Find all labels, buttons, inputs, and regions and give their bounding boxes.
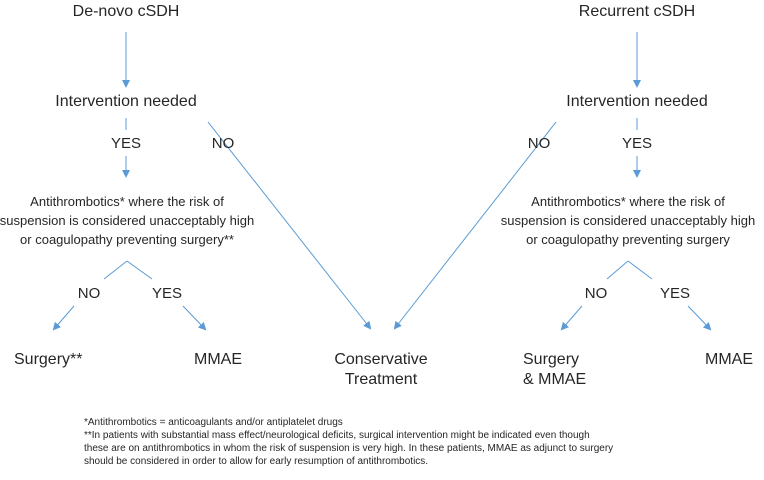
- right-yes-label: YES: [621, 135, 653, 152]
- left-question-line-1: Antithrombotics* where the risk of: [30, 194, 224, 209]
- right-sub-no-label: NO: [584, 285, 608, 302]
- arrow-right-no-to-conservative: [393, 121, 557, 330]
- footnotes: *Antithrombotics = anticoagulants and/or…: [84, 416, 613, 468]
- right-question-line-2: suspension is considered unacceptably hi…: [500, 213, 756, 228]
- right-question-line-3: or coagulopathy preventing surgery: [526, 232, 730, 247]
- footnote-line-4: should be considered in order to allow f…: [84, 456, 429, 467]
- right-question-line-1: Antithrombotics* where the risk of: [531, 194, 725, 209]
- connector-left-question-split-b: [126, 260, 153, 280]
- footnote-line-3: these are on antithrombotics in whom the…: [84, 443, 614, 454]
- arrow-right-no-to-surgery-mmae: [560, 305, 583, 331]
- outcome-right-mmae: MMAE: [705, 351, 753, 368]
- conservative-line-2: Treatment: [344, 371, 418, 388]
- arrow-left-yes-to-mmae: [182, 305, 207, 331]
- outcome-conservative-treatment: Conservative Treatment: [334, 350, 427, 390]
- connector-right-question-split-b: [627, 260, 653, 280]
- arrow-left-no-to-surgery: [52, 305, 75, 331]
- surgery-mmae-line-2: & MMAE: [523, 371, 587, 388]
- footnote-line-1: *Antithrombotics = anticoagulants and/or…: [84, 417, 343, 428]
- arrow-left-no-to-conservative: [207, 121, 372, 330]
- left-question-line-3: or coagulopathy preventing surgery**: [20, 232, 234, 247]
- right-antithrombotics-question: Antithrombotics* where the risk of suspe…: [501, 192, 755, 249]
- arrow-right-yes-to-mmae: [687, 305, 712, 331]
- right-intervention-needed: Intervention needed: [566, 93, 708, 110]
- outcome-surgery: Surgery**: [14, 351, 83, 368]
- left-intervention-needed: Intervention needed: [55, 93, 197, 110]
- right-sub-yes-label: YES: [659, 285, 691, 302]
- recurrent-csdh-title: Recurrent cSDH: [578, 3, 696, 20]
- outcome-surgery-and-mmae: Surgery & MMAE: [523, 350, 586, 390]
- surgery-mmae-line-1: Surgery: [523, 351, 580, 368]
- outcome-left-mmae: MMAE: [194, 351, 242, 368]
- left-sub-no-label: NO: [77, 285, 101, 302]
- right-no-label: NO: [527, 135, 551, 152]
- left-yes-label: YES: [110, 135, 142, 152]
- left-sub-yes-label: YES: [151, 285, 183, 302]
- conservative-line-1: Conservative: [334, 351, 428, 368]
- left-question-line-2: suspension is considered unacceptably hi…: [0, 213, 255, 228]
- left-antithrombotics-question: Antithrombotics* where the risk of suspe…: [0, 192, 254, 249]
- left-no-label: NO: [211, 135, 235, 152]
- footnote-line-2: **In patients with substantial mass effe…: [84, 430, 590, 441]
- denovo-csdh-title: De-novo cSDH: [72, 3, 180, 20]
- connector-right-question-split-a: [606, 260, 629, 280]
- connector-left-question-split-a: [103, 260, 128, 280]
